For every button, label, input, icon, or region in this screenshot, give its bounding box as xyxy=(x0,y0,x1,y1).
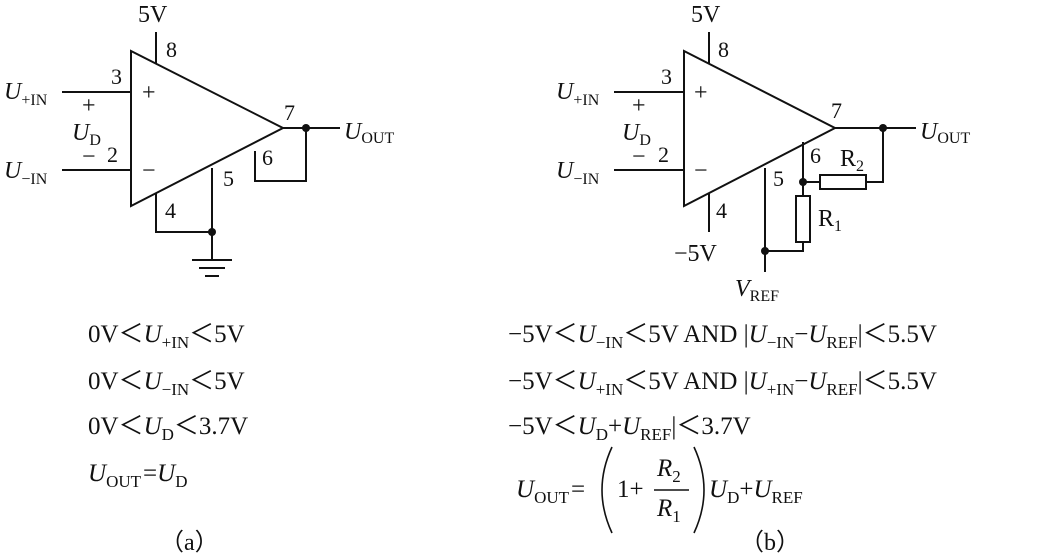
opamp-b-triangle xyxy=(683,49,838,208)
ground-icon xyxy=(192,232,232,277)
minus-sign-a: − xyxy=(142,158,156,184)
resistor-r1 xyxy=(795,195,811,243)
eq-b-denominator: R1 xyxy=(656,495,681,526)
pin5-number-b: 5 xyxy=(773,166,784,191)
supply-neg5v-label: −5V xyxy=(674,241,718,267)
vref-label: VREF xyxy=(735,276,779,305)
in-minus-label-b: U−IN xyxy=(556,158,600,188)
feedback-wire-a xyxy=(254,128,307,182)
diff-plus-b: + xyxy=(632,93,646,119)
pin5-number-a: 5 xyxy=(223,166,234,191)
output-equation-a: UOUT=UD xyxy=(88,460,187,491)
out-label-a: UOUT xyxy=(344,119,394,147)
eq-b-numerator: R2 xyxy=(656,455,681,486)
plus-sign-a: + xyxy=(142,80,156,106)
pin3-number-a: 3 xyxy=(111,64,122,89)
out-label-b: UOUT xyxy=(920,119,970,147)
in-plus-label-a: U+IN xyxy=(4,79,48,109)
caption-a: （a） xyxy=(160,530,219,556)
in-minus-label-a: U−IN xyxy=(4,158,48,188)
condition-b-3: −5V＜UD+UREF|＜3.7V xyxy=(508,413,751,444)
plus-sign-b: + xyxy=(694,80,708,106)
condition-a-2: 0V＜U−IN＜5V xyxy=(88,368,245,399)
vref-node xyxy=(761,247,769,255)
opamp-a-triangle xyxy=(130,49,286,208)
pin3-number-b: 3 xyxy=(661,64,672,89)
eq-b-rhs: UD+UREF xyxy=(709,476,803,507)
supply-5v-label-a: 5V xyxy=(138,2,168,28)
eq-b-lhs: UOUT= xyxy=(516,476,585,507)
r1-bottom-wire xyxy=(765,242,804,252)
diff-label-a: UD xyxy=(72,120,101,149)
supply-5v-label-b: 5V xyxy=(691,2,721,28)
conditions-b: −5V＜U−IN＜5V AND |U−IN−UREF|＜5.5V −5V＜U+I… xyxy=(508,321,937,556)
pin6-number-a: 6 xyxy=(262,145,273,170)
pin8-number-b: 8 xyxy=(718,37,729,62)
condition-a-3: 0V＜UD＜3.7V xyxy=(88,413,248,444)
in-plus-label-b: U+IN xyxy=(556,79,600,109)
pin2-number-b: 2 xyxy=(658,142,669,167)
pin7-number-b: 7 xyxy=(831,98,842,123)
resistor-r2 xyxy=(819,174,867,190)
condition-b-2: −5V＜U+IN＜5V AND |U+IN−UREF|＜5.5V xyxy=(508,368,937,399)
r2-right-wire xyxy=(866,128,884,183)
condition-b-1: −5V＜U−IN＜5V AND |U−IN−UREF|＜5.5V xyxy=(508,321,937,352)
circuit-a: 5V 8 3 2 + − U+IN U−IN + UD − 7 6 UOUT 5… xyxy=(4,2,394,277)
pin7-number-a: 7 xyxy=(284,100,295,125)
pin4-number-b: 4 xyxy=(716,198,727,223)
conditions-a: 0V＜U+IN＜5V 0V＜U−IN＜5V 0V＜UD＜3.7V UOUT=UD… xyxy=(88,321,248,556)
pin8-number-a: 8 xyxy=(166,37,177,62)
output-equation-b: UOUT= 1+ R2 R1 UD+UREF xyxy=(516,446,803,534)
pin4-wire-a xyxy=(155,193,212,233)
diff-plus-a: + xyxy=(82,93,96,119)
r2-label: R2 xyxy=(840,146,864,175)
right-paren xyxy=(693,446,705,534)
pin6-number-b: 6 xyxy=(810,143,821,168)
pin2-number-a: 2 xyxy=(107,142,118,167)
circuit-b: 5V 8 3 2 + − U+IN U−IN + UD − 7 UOUT 6 R… xyxy=(556,2,970,305)
minus-sign-b: − xyxy=(694,158,708,184)
condition-a-1: 0V＜U+IN＜5V xyxy=(88,321,245,352)
diff-label-b: UD xyxy=(622,120,651,149)
diff-minus-b: − xyxy=(632,144,646,170)
caption-b: （b） xyxy=(740,530,800,556)
diff-minus-a: − xyxy=(82,144,96,170)
pin4-number-a: 4 xyxy=(165,198,176,223)
eq-b-one-plus: 1+ xyxy=(617,476,644,503)
r1-label: R1 xyxy=(818,206,842,235)
left-paren xyxy=(601,446,613,534)
